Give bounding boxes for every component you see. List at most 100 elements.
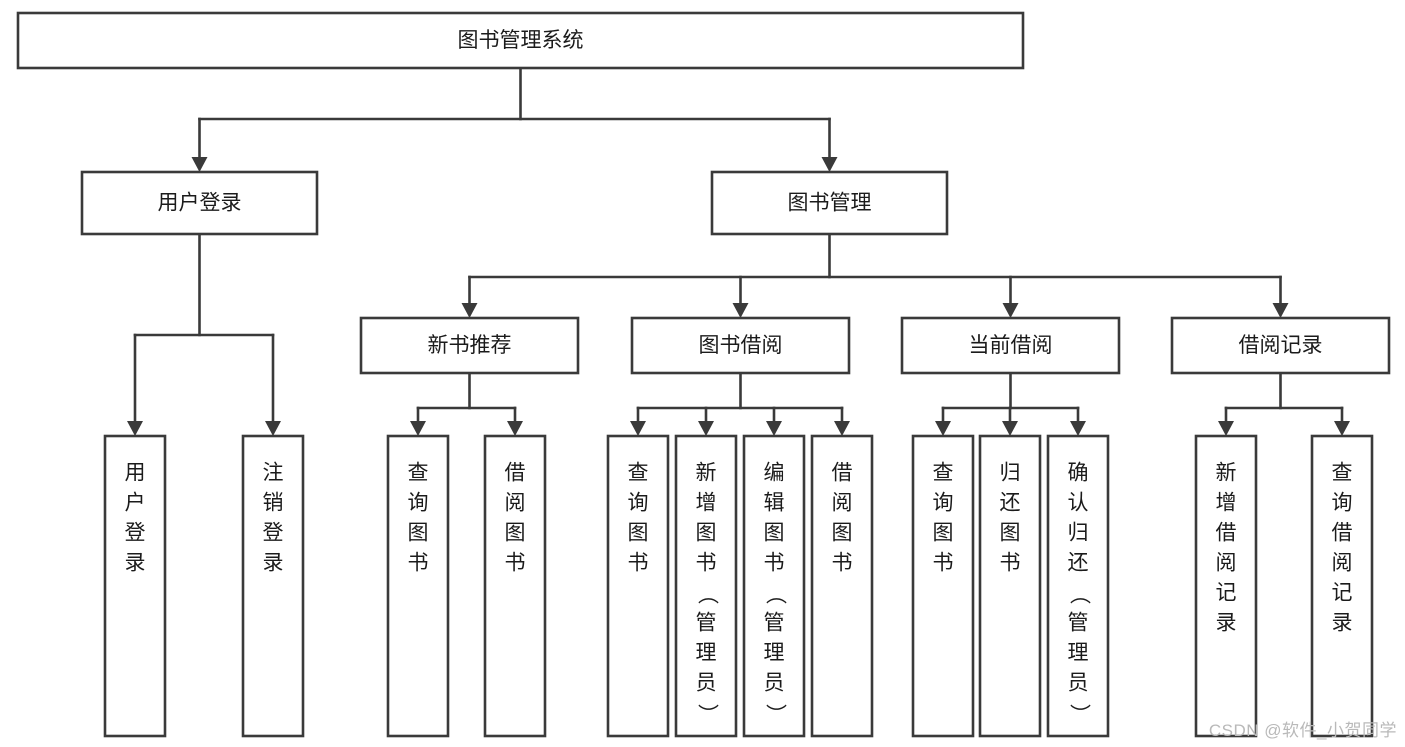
node-leaf-add-book-admin-char: ） [695, 704, 718, 725]
node-leaf-return-book-char: 图 [1000, 522, 1021, 545]
leaf-arrow-icon [766, 421, 782, 436]
leaf-arrow-icon [698, 421, 714, 436]
leaf-arrow-icon [127, 421, 143, 436]
node-borrow-record[interactable]: 借阅记录 [1170, 316, 1391, 375]
node-leaf-borrow-book-new-rect [483, 434, 547, 738]
node-leaf-add-borrow-record-char: 新 [1216, 462, 1237, 485]
node-book-borrow[interactable]: 图书借阅 [630, 316, 851, 375]
node-leaf-query-book-current-char: 书 [933, 552, 954, 575]
node-leaf-edit-book-admin-char: 图 [764, 522, 785, 545]
node-leaf-add-book-admin-char: 增 [696, 492, 717, 515]
node-book-borrow-rect [630, 316, 851, 375]
node-leaf-edit-book-admin-char: 理 [764, 642, 785, 665]
node-leaf-add-borrow-record-char: 借 [1216, 522, 1237, 545]
node-leaf-query-book-current-char: 查 [933, 462, 954, 485]
node-leaf-query-book-borrow-char: 询 [628, 492, 649, 515]
node-book-borrow-label: 图书借阅 [699, 334, 783, 357]
node-leaf-add-book-admin-rect [674, 434, 738, 738]
node-leaf-edit-book-admin-char: 辑 [764, 492, 785, 515]
node-current-borrow-rect [900, 316, 1121, 375]
node-leaf-confirm-return-admin-char: 还 [1068, 552, 1089, 575]
node-leaf-add-book-admin-char: （ [695, 584, 718, 605]
level3-arrow-icon [1272, 303, 1289, 318]
node-leaf-query-borrow-record-char: 记 [1332, 582, 1353, 605]
node-leaf-query-borrow-record-char: 借 [1332, 522, 1353, 545]
node-root[interactable]: 图书管理系统 [16, 11, 1025, 70]
node-leaf-user-login-char: 录 [125, 552, 146, 575]
node-new-book-recommend-label: 新书推荐 [428, 334, 512, 357]
node-current-borrow[interactable]: 当前借阅 [900, 316, 1121, 375]
node-leaf-query-book-current-char: 图 [933, 522, 954, 545]
node-leaf-confirm-return-admin-char: 员 [1068, 672, 1089, 695]
leaf-arrow-icon [507, 421, 523, 436]
node-leaf-borrow-book-char: 借 [832, 462, 853, 485]
node-leaf-edit-book-admin-char: 管 [764, 612, 785, 635]
leaf-arrow-icon [935, 421, 951, 436]
node-leaf-query-book-borrow-char: 书 [628, 552, 649, 575]
node-leaf-add-borrow-record-char: 录 [1216, 612, 1237, 635]
level3-arrow-icon [732, 303, 749, 318]
leaf-arrow-icon [834, 421, 850, 436]
node-layer: 图书管理系统用户登录图书管理新书推荐图书借阅当前借阅借阅记录用户登录注销登录查询… [16, 11, 1391, 738]
node-leaf-add-book-admin-char: 新 [696, 462, 717, 485]
node-leaf-query-book-new-char: 书 [408, 552, 429, 575]
node-leaf-edit-book-admin-char: 编 [764, 462, 785, 485]
leaf-arrow-icon [630, 421, 646, 436]
node-leaf-query-book-new-char: 询 [408, 492, 429, 515]
node-leaf-query-book-borrow-rect [606, 434, 670, 738]
node-leaf-logout-char: 登 [263, 522, 284, 545]
node-leaf-add-book-admin-char: 理 [696, 642, 717, 665]
node-leaf-logout-char: 销 [263, 492, 284, 515]
node-leaf-confirm-return-admin-char: 认 [1068, 492, 1089, 515]
node-leaf-add-book-admin-char: 书 [696, 552, 717, 575]
node-current-borrow-label: 当前借阅 [969, 334, 1053, 357]
node-leaf-edit-book-admin-rect [742, 434, 806, 738]
node-leaf-borrow-book-char: 阅 [832, 492, 853, 515]
node-leaf-add-borrow-record-char: 阅 [1216, 552, 1237, 575]
level2-arrow-icon [821, 157, 838, 172]
node-root-rect [16, 11, 1025, 70]
node-leaf-borrow-book-new-char: 借 [505, 462, 526, 485]
node-leaf-user-login-char: 登 [125, 522, 146, 545]
leaf-arrow-icon [410, 421, 426, 436]
node-leaf-query-borrow-record-char: 阅 [1332, 552, 1353, 575]
node-book-management[interactable]: 图书管理 [710, 170, 949, 236]
node-leaf-borrow-book-char: 图 [832, 522, 853, 545]
node-leaf-return-book-char: 归 [1000, 462, 1021, 485]
node-leaf-confirm-return-admin-char: ） [1067, 704, 1090, 725]
leaf-arrow-icon [1334, 421, 1350, 436]
node-leaf-query-book-current-rect [911, 434, 975, 738]
node-leaf-return-book-char: 书 [1000, 552, 1021, 575]
level2-arrow-icon [191, 157, 208, 172]
node-leaf-user-login-char: 用 [125, 462, 146, 485]
node-user-login[interactable]: 用户登录 [80, 170, 319, 236]
node-leaf-borrow-book-char: 书 [832, 552, 853, 575]
connector-layer [127, 66, 1350, 436]
node-leaf-confirm-return-admin-rect [1046, 434, 1110, 738]
node-leaf-user-login[interactable]: 用户登录 [103, 434, 167, 738]
leaf-arrow-icon [265, 421, 281, 436]
node-book-management-label: 图书管理 [788, 192, 872, 215]
node-leaf-return-book-char: 还 [1000, 492, 1021, 515]
node-leaf-confirm-return-admin-char: 归 [1068, 522, 1089, 545]
node-leaf-logout-char: 录 [263, 552, 284, 575]
node-leaf-query-book-borrow-char: 查 [628, 462, 649, 485]
node-new-book-recommend[interactable]: 新书推荐 [359, 316, 580, 375]
node-leaf-add-borrow-record-rect [1194, 434, 1258, 738]
node-leaf-add-book-admin-char: 员 [696, 672, 717, 695]
node-leaf-query-book-new-char: 图 [408, 522, 429, 545]
node-leaf-confirm-return-admin-char: 管 [1068, 612, 1089, 635]
